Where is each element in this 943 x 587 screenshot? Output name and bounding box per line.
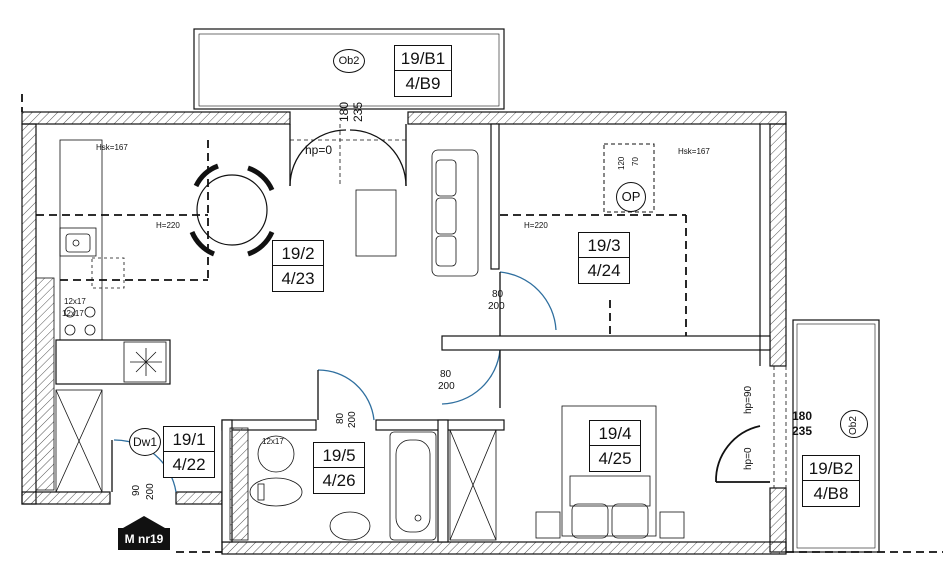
room-area: 4/24: [579, 257, 629, 283]
vent-label-b: 12x17: [62, 309, 84, 318]
door-bedroom-top-height: 200: [488, 301, 505, 312]
room-area: 4/22: [164, 451, 214, 477]
door-right-width: 180: [792, 409, 813, 423]
room-code: 19/1: [172, 430, 206, 449]
door-top-width: 180: [337, 101, 351, 122]
room-code: 19/5: [322, 446, 356, 465]
door-bathroom-height: 200: [347, 411, 358, 428]
ob2-top-symbol: Ob2: [333, 49, 365, 73]
room-label-living: 19/2 4/23: [272, 240, 324, 292]
inner-walls: [55, 123, 771, 543]
entrance-marker: M nr19: [118, 516, 170, 552]
room-label-balcony-right: 19/B2 4/B8: [802, 455, 860, 507]
room-label-bedroom-top: 19/3 4/24: [578, 232, 630, 284]
op-dim-70: 70: [631, 157, 640, 166]
balcony-right: [792, 319, 880, 553]
room-area: 4/B9: [395, 70, 451, 96]
ob2-right-symbol: Ob2: [840, 410, 868, 438]
h220-left-label: H=220: [156, 221, 180, 230]
vent-label-a: 12x17: [64, 297, 86, 306]
ob2-top-text: Ob2: [338, 55, 360, 67]
op-text: OP: [621, 189, 641, 204]
dw1-text: Dw1: [132, 435, 157, 449]
room-label-hall: 19/1 4/22: [163, 426, 215, 478]
door-entrance-width: 90: [131, 484, 142, 496]
op-symbol: OP: [616, 182, 646, 212]
hp0-top-label: hp=0: [305, 143, 333, 157]
door-top-height: 235: [351, 101, 365, 122]
room-code: 19/B1: [400, 49, 446, 68]
kitchen-counter: [59, 139, 167, 383]
room-label-bathroom: 19/5 4/26: [313, 442, 365, 494]
room-area: 4/B8: [803, 480, 859, 506]
room-code: 19/2: [281, 244, 315, 263]
door-swings: [111, 124, 770, 493]
room-code: 19/B2: [808, 459, 854, 478]
door-bedroom-bottom-height: 200: [438, 381, 455, 392]
room-code: 19/3: [587, 236, 621, 255]
sofa: [355, 149, 479, 277]
door-bathroom-width: 80: [335, 412, 346, 424]
h220-right-label: H=220: [524, 221, 548, 230]
op-marker: [603, 143, 655, 213]
vent-label-c: 12x17: [262, 437, 284, 446]
bed: [535, 405, 685, 539]
room-area: 4/23: [273, 265, 323, 291]
room-label-bedroom-bottom: 19/4 4/25: [589, 420, 641, 472]
ob2-right-text: Ob2: [848, 416, 859, 435]
hsk-right-label: Hsk=167: [678, 147, 710, 156]
entrance-label: M nr19: [118, 528, 170, 550]
kitchen-storage: [55, 389, 103, 493]
hsk-left-label: Hsk=167: [96, 143, 128, 152]
dining-table: [189, 163, 275, 257]
door-entrance-height: 200: [145, 483, 156, 500]
bathroom-fixtures: [249, 429, 497, 541]
room-area: 4/25: [590, 445, 640, 471]
door-bedroom-bottom-width: 80: [440, 369, 452, 380]
room-code: 19/4: [598, 424, 632, 443]
hp0-right-label: hp=0: [743, 447, 754, 470]
room-area: 4/26: [314, 467, 364, 493]
door-bedroom-top-width: 80: [492, 289, 504, 300]
entrance-arrow-icon: [123, 516, 165, 528]
dimension-lines: [290, 124, 787, 488]
op-dim-120: 120: [617, 156, 626, 170]
outer-walls: [21, 111, 787, 555]
hp90-right-label: hp=90: [743, 385, 754, 414]
vent-shafts: [35, 277, 249, 541]
dw1-symbol: Dw1: [129, 428, 161, 456]
door-right-height: 235: [792, 424, 813, 438]
room-label-balcony-top: 19/B1 4/B9: [394, 45, 452, 97]
balcony-top: [193, 28, 505, 110]
